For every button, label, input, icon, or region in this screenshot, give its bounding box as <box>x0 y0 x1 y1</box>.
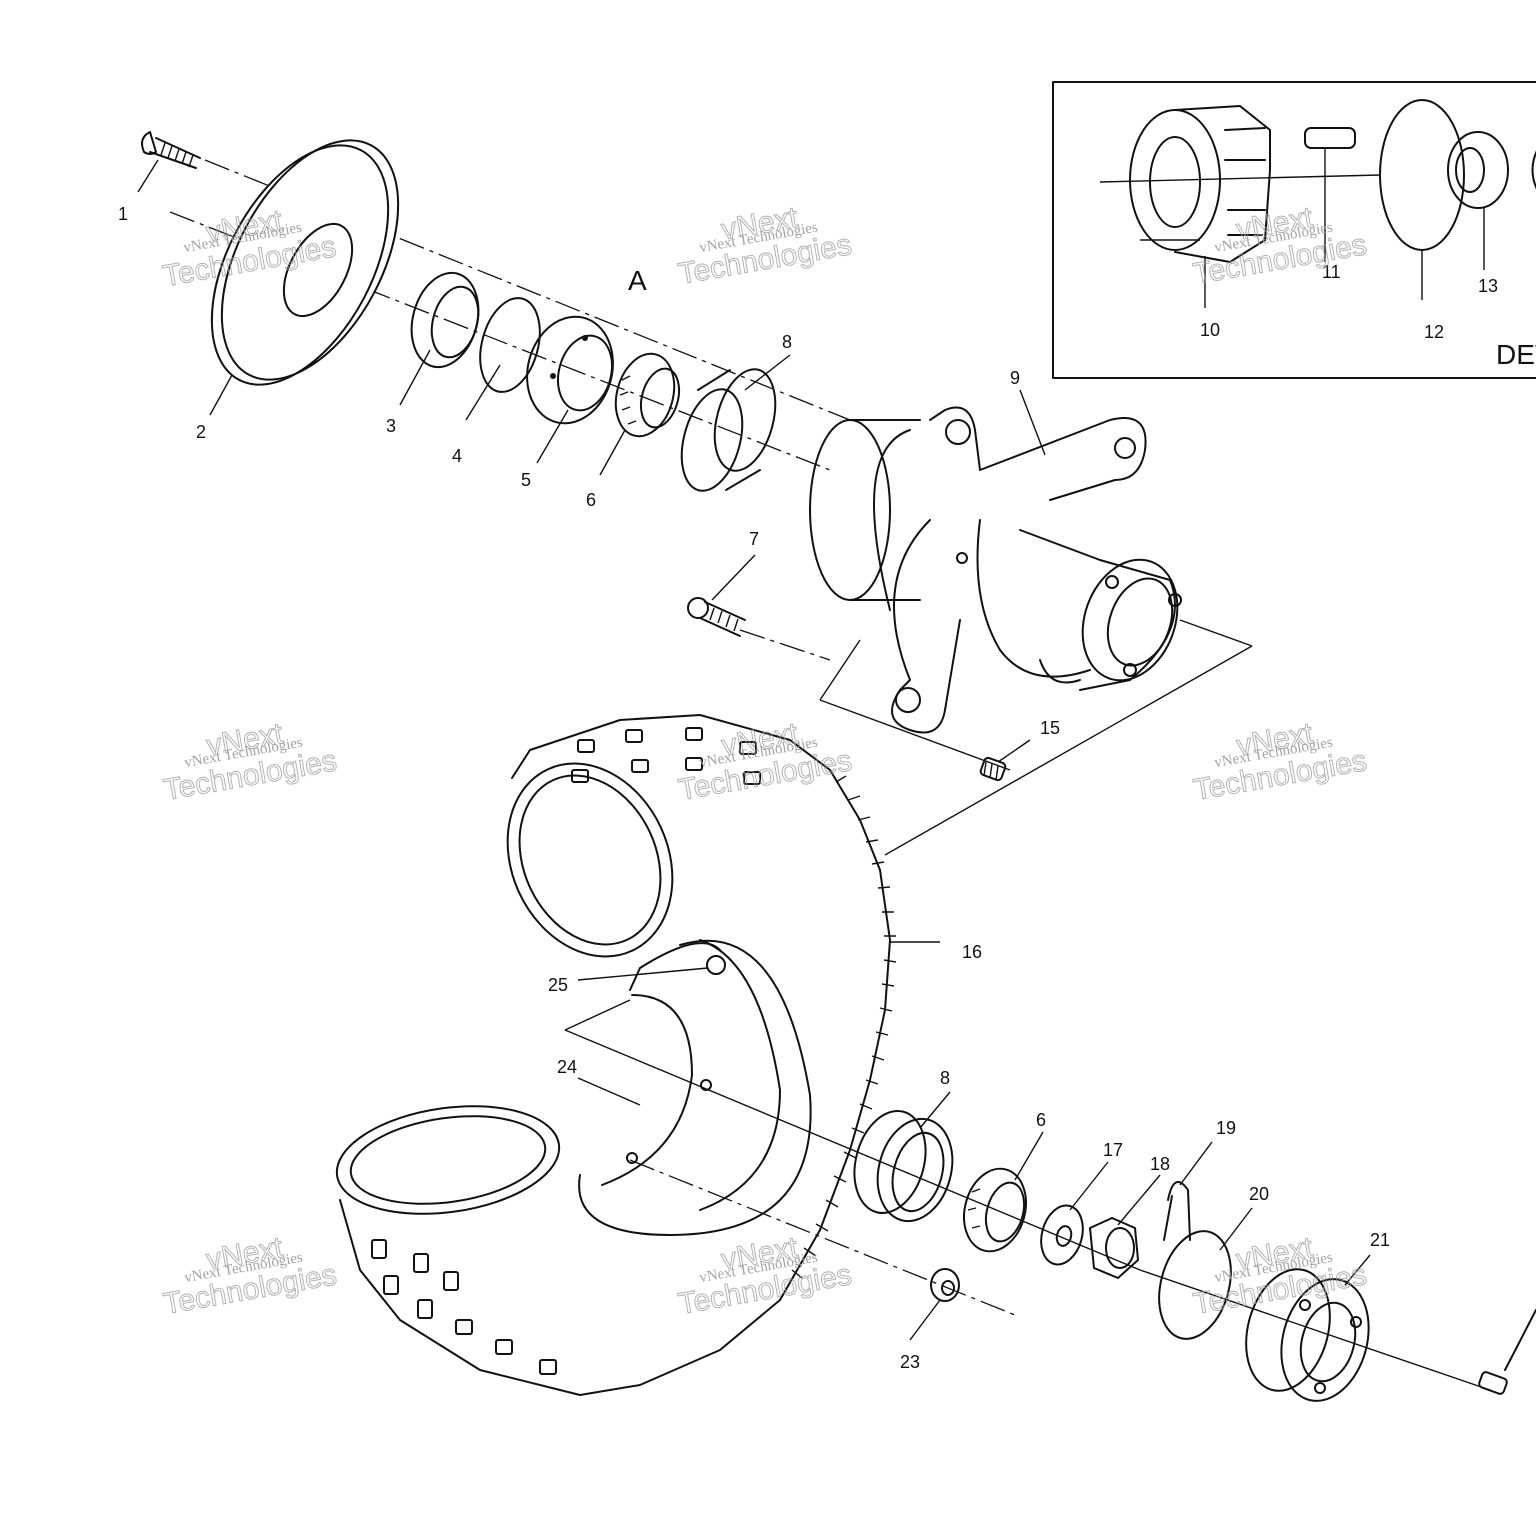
callout-6-top: 6 <box>586 490 596 510</box>
callout-15: 15 <box>1040 718 1060 738</box>
callout-8-top: 8 <box>782 332 792 352</box>
callout-12: 12 <box>1424 322 1444 342</box>
watermarks: vNext Technologies vNext Technologies vN… <box>160 200 1370 1321</box>
callout-9: 9 <box>1010 368 1020 388</box>
bearing-part-6-bottom <box>963 1167 1027 1253</box>
callout-4: 4 <box>452 446 462 466</box>
tread-blocks <box>371 727 761 1375</box>
detail-label: DET <box>1496 339 1536 370</box>
lug-nut-part-23 <box>930 1268 960 1302</box>
callout-25: 25 <box>548 975 568 995</box>
watermark-top-right: vNext Technologies vNext Technologies <box>1190 200 1369 291</box>
callout-labels: 1 2 3 4 5 6 7 8 9 10 11 12 13 15 16 17 1… <box>118 204 1536 1372</box>
detail-letter: A <box>628 265 647 296</box>
callout-6-bottom: 6 <box>1036 1110 1046 1130</box>
cotter-pin-part-19 <box>1163 1181 1191 1241</box>
watermark-mid-left: vNext Technologies vNext Technologies <box>161 716 340 807</box>
bearing-part-6-top <box>614 352 681 438</box>
set-screw-part-15 <box>979 756 1007 782</box>
brake-disc-part-2 <box>210 139 400 386</box>
callout-17: 17 <box>1103 1140 1123 1160</box>
o-ring-part-20 <box>1158 1230 1232 1340</box>
callout-13: 13 <box>1478 276 1498 296</box>
watermark-top-middle: vNext Technologies vNext Technologies <box>675 200 854 291</box>
nut-part-18 <box>1089 1217 1139 1279</box>
bolt-part-7 <box>687 597 746 637</box>
knuckle-part-9 <box>809 406 1182 734</box>
wheel-rim-part-24 <box>578 939 812 1236</box>
callout-16: 16 <box>962 942 982 962</box>
callout-10: 10 <box>1200 320 1220 340</box>
watermark-mid-right: vNext Technologies vNext Technologies <box>1191 716 1370 807</box>
bolt-bottom-right <box>1478 1309 1536 1395</box>
callout-23: 23 <box>900 1352 920 1372</box>
clutch-part-5 <box>526 315 614 425</box>
watermark-bottom-middle: vNext Technologies vNext Technologies <box>675 1230 854 1321</box>
snap-ring-part-4 <box>479 297 541 393</box>
callout-21: 21 <box>1370 1230 1390 1250</box>
callout-8-bottom: 8 <box>940 1068 950 1088</box>
race-part-8-bottom <box>853 1110 954 1223</box>
callout-7: 7 <box>749 529 759 549</box>
callout-11: 11 <box>1322 262 1341 282</box>
watermark-bottom-left: vNext Technologies vNext Technologies <box>160 1230 339 1321</box>
callout-3: 3 <box>386 416 396 436</box>
race-part-8-top <box>680 368 777 492</box>
callout-1: 1 <box>118 204 128 224</box>
leader-lines <box>137 148 1485 1341</box>
callout-19: 19 <box>1216 1118 1236 1138</box>
washer-part-17 <box>1040 1204 1084 1266</box>
hub-cap-part-21 <box>1245 1268 1370 1402</box>
callout-24: 24 <box>557 1057 577 1077</box>
watermark-bottom-right: vNext Technologies vNext Technologies <box>1190 1230 1369 1321</box>
callout-5: 5 <box>521 470 531 490</box>
callout-2: 2 <box>196 422 206 442</box>
seal-part-3 <box>410 271 480 369</box>
bolt-part-1 <box>141 131 201 169</box>
callout-18: 18 <box>1150 1154 1170 1174</box>
callout-20: 20 <box>1249 1184 1269 1204</box>
tire-part-16 <box>335 714 897 1396</box>
